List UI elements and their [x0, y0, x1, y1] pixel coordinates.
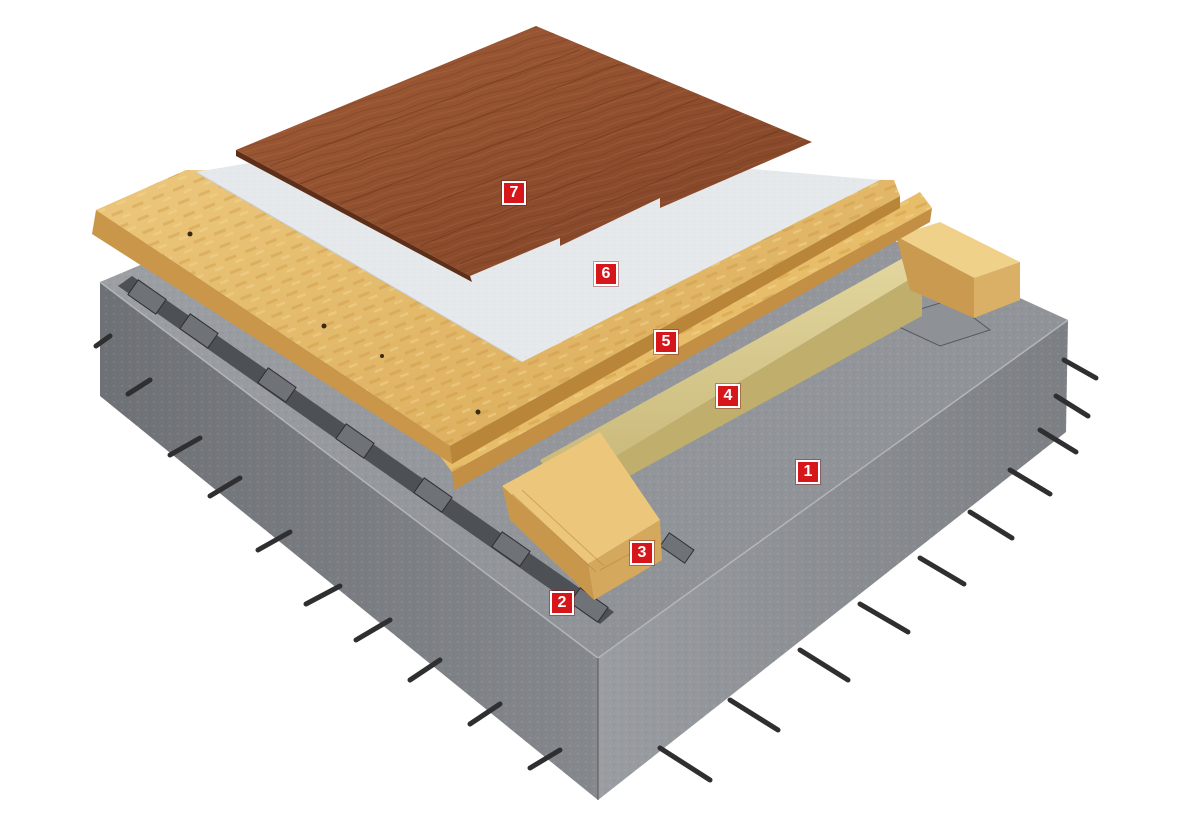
rebar-stubs — [93, 333, 1099, 783]
wood-floor-covering — [236, 26, 812, 282]
timber-joist — [502, 222, 1020, 600]
layer-marker-1: 1 — [796, 460, 820, 484]
osb-board — [440, 192, 932, 490]
mineral-wool-insulation — [540, 252, 922, 492]
layer-marker-5: 5 — [654, 330, 678, 354]
joist-support-brackets — [118, 276, 992, 624]
layer-marker-6: 6 — [594, 262, 618, 286]
layer-marker-3: 3 — [630, 541, 654, 565]
layer-marker-2: 2 — [550, 591, 574, 615]
layer-marker-4: 4 — [716, 384, 740, 408]
layer-marker-7: 7 — [502, 181, 526, 205]
